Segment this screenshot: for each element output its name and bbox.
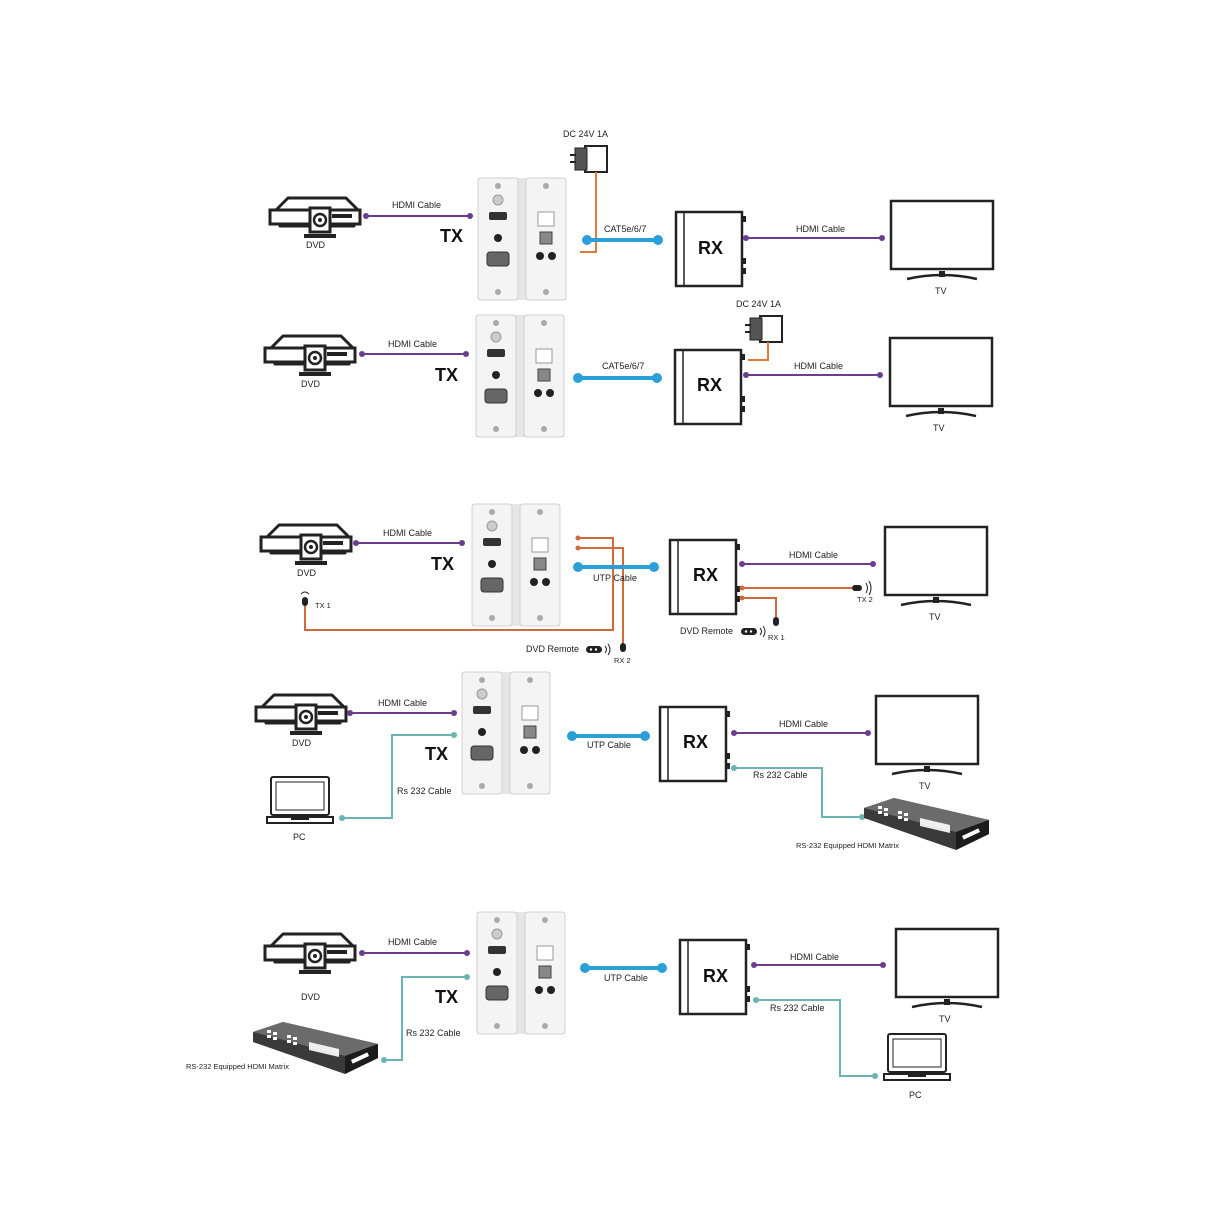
power-adapter-icon xyxy=(744,315,783,343)
tx-label: TX xyxy=(431,554,454,574)
pc-label: PC xyxy=(909,1090,922,1100)
hdmi-cable-label: HDMI Cable xyxy=(383,528,432,538)
matrix-label: RS-232 Equipped HDMI Matrix xyxy=(796,841,899,850)
rx-label: RX xyxy=(683,732,708,752)
utp-cable-label: UTP Cable xyxy=(604,973,648,983)
diagram-1: DVD HDMI Cable TX DC 24V 1A CAT5e/6/7 RX… xyxy=(268,129,995,301)
tv-icon xyxy=(888,336,994,418)
wall-plate-transmitter-icon xyxy=(461,671,551,795)
tx-label: TX xyxy=(440,226,463,246)
ir-receiver-icon xyxy=(620,643,626,652)
matrix-label: RS-232 Equipped HDMI Matrix xyxy=(186,1062,289,1071)
tx-label: TX xyxy=(435,365,458,385)
dvd-player-icon xyxy=(263,334,357,378)
wall-plate-transmitter-icon xyxy=(471,503,561,627)
dc-power-label: DC 24V 1A xyxy=(736,299,781,309)
tv-icon xyxy=(874,694,980,776)
dvd-label: DVD xyxy=(301,992,321,1002)
tv-label: TV xyxy=(919,781,931,791)
dvd-label: DVD xyxy=(306,240,326,250)
rs232-cable-label: Rs 232 Cable xyxy=(753,770,808,780)
tv-label: TV xyxy=(929,612,941,622)
hdmi-cable-label: HDMI Cable xyxy=(779,719,828,729)
cat5-label: CAT5e/6/7 xyxy=(602,361,644,371)
dvd-remote-label: DVD Remote xyxy=(680,626,733,636)
diagram-5: DVD HDMI Cable TX RS-232 Equipped HDMI M… xyxy=(186,911,1000,1100)
rs232-cable-label: Rs 232 Cable xyxy=(406,1028,461,1038)
tv-label: TV xyxy=(935,286,947,296)
tv-label: TV xyxy=(933,423,945,433)
pc-label: PC xyxy=(293,832,306,842)
tv-icon xyxy=(894,927,1000,1009)
diagram-2: DVD HDMI Cable TX CAT5e/6/7 DC 24V 1A RX… xyxy=(263,299,994,438)
dvd-player-icon xyxy=(263,932,357,976)
utp-cable-label: UTP Cable xyxy=(587,740,631,750)
hdmi-cable-label: HDMI Cable xyxy=(378,698,427,708)
dc-power-label: DC 24V 1A xyxy=(563,129,608,139)
power-adapter-icon xyxy=(569,145,608,173)
tv-label: TV xyxy=(939,1014,951,1024)
tx2-label: TX 2 xyxy=(857,595,873,604)
rx-label: RX xyxy=(698,238,723,258)
hdmi-cable-label: HDMI Cable xyxy=(794,361,843,371)
rx2-label: RX 2 xyxy=(614,656,631,665)
ir-receiver-icon xyxy=(773,617,779,626)
diagram-3: DVD HDMI Cable TX TX 1 RX 2 DVD Remote U… xyxy=(259,503,989,665)
dvd-player-icon xyxy=(254,693,348,737)
laptop-icon xyxy=(266,776,334,824)
hdmi-cable-label: HDMI Cable xyxy=(388,937,437,947)
tx-label: TX xyxy=(425,744,448,764)
hdmi-cable-label: HDMI Cable xyxy=(388,339,437,349)
rx1-label: RX 1 xyxy=(768,633,785,642)
laptop-icon xyxy=(883,1033,951,1081)
tx1-label: TX 1 xyxy=(315,601,331,610)
dvd-player-icon xyxy=(268,196,362,240)
hdmi-cable-label: HDMI Cable xyxy=(789,550,838,560)
diagram-4: DVD HDMI Cable TX PC Rs 232 Cable UTP Ca… xyxy=(254,671,989,850)
wall-plate-transmitter-icon xyxy=(477,177,567,301)
rx-label: RX xyxy=(697,375,722,395)
tv-icon xyxy=(883,525,989,607)
remote-control-icon xyxy=(585,643,611,656)
hdmi-cable-label: HDMI Cable xyxy=(392,200,441,210)
tx-label: TX xyxy=(435,987,458,1007)
dvd-label: DVD xyxy=(297,568,317,578)
rx-label: RX xyxy=(693,565,718,585)
rs232-cable-label: Rs 232 Cable xyxy=(397,786,452,796)
wall-plate-transmitter-icon xyxy=(475,314,565,438)
dvd-remote-label: DVD Remote xyxy=(526,644,579,654)
rx-label: RX xyxy=(703,966,728,986)
dvd-label: DVD xyxy=(301,379,321,389)
utp-cable-label: UTP Cable xyxy=(593,573,637,583)
wall-plate-transmitter-icon xyxy=(476,911,566,1035)
dvd-player-icon xyxy=(259,523,353,567)
remote-control-icon xyxy=(740,625,766,638)
cat5-label: CAT5e/6/7 xyxy=(604,224,646,234)
hdmi-cable-label: HDMI Cable xyxy=(790,952,839,962)
dvd-label: DVD xyxy=(292,738,312,748)
ir-emitter-icon xyxy=(302,597,308,606)
tv-icon xyxy=(889,199,995,281)
rs232-cable-label: Rs 232 Cable xyxy=(770,1003,825,1013)
hdmi-cable-label: HDMI Cable xyxy=(796,224,845,234)
